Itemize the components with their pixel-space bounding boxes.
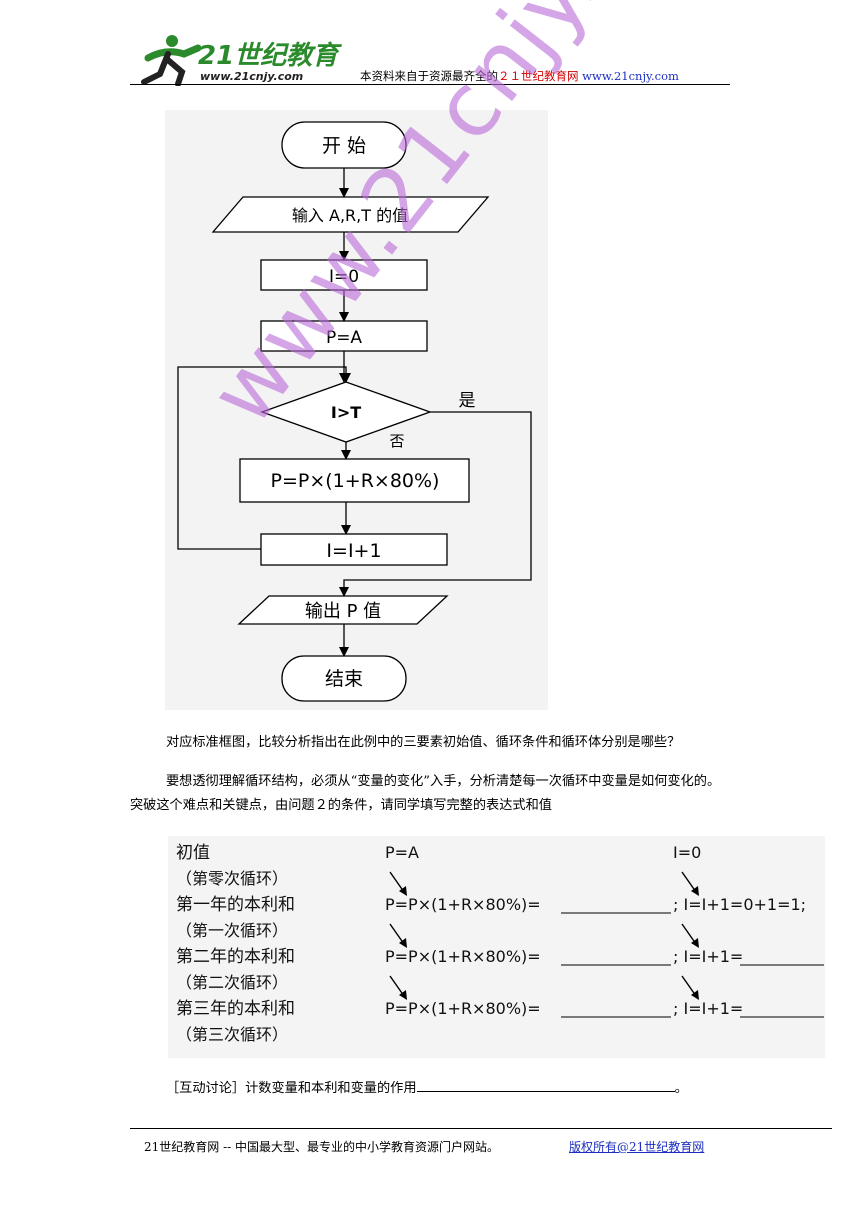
i-expression: ; I=I+1=0+1=1; <box>673 895 806 914</box>
init-p-label: P=A <box>326 328 362 348</box>
arrowhead-icon <box>399 938 407 948</box>
arrow-yes-exit <box>339 411 532 597</box>
copyright-link[interactable]: 版权所有@21世纪教育网 <box>569 1140 705 1154</box>
paragraph-instruction-line2: 突破这个难点和关键点，由问题２的条件，请同学填写完整的表达式和值 <box>130 798 552 813</box>
arrowhead-icon <box>691 938 699 948</box>
footer-divider <box>130 1128 832 1129</box>
loop-table-background <box>168 836 825 1058</box>
init-i-label: I=0 <box>329 267 359 287</box>
logo-title: 21世纪教育 <box>198 41 342 71</box>
header-url-link[interactable]: www.21cnjy.com <box>582 69 679 83</box>
flowchart: 开 始 输入 A,R,T 的值 I=0 P=A I>T 是 否 P=P×(1+R… <box>177 121 532 702</box>
footer-text: 21世纪教育网 -- 中国最大型、最专业的中小学教育资源门户网站。 <box>144 1140 500 1154</box>
site-logo: 21世纪教育 www.21cnjy.com <box>141 35 342 86</box>
row-label: 第一年的本利和 <box>176 895 295 915</box>
loop-table: 初值 （第零次循环） P=A I=0 第一年的本利和 （第一次循环） P=P×(1+R×80… <box>176 843 824 1044</box>
arrowhead-icon <box>399 886 407 896</box>
logo-url: www.21cnjy.com <box>200 70 303 83</box>
arrowhead-icon <box>691 886 699 896</box>
output-parallelogram <box>237 595 449 625</box>
yes-label: 是 <box>459 391 476 411</box>
input-parallelogram <box>211 196 490 233</box>
no-label: 否 <box>389 432 404 450</box>
p-expression: P=P×(1+R×80%)= <box>385 947 541 966</box>
paragraph-question: 对应标准框图，比较分析指出在此例中的三要素初始值、循环条件和循环体分别是哪些？ <box>166 735 681 750</box>
row-sublabel: （第零次循环） <box>176 869 288 888</box>
row-label: 第三年的本利和 <box>176 999 295 1019</box>
down-arrow-icon <box>389 871 405 893</box>
row-sublabel: （第三次循环） <box>176 1025 288 1044</box>
down-arrow-icon <box>681 923 697 945</box>
increment-label: I=I+1 <box>326 540 381 562</box>
p-expression: P=P×(1+R×80%)= <box>385 999 541 1018</box>
down-arrow-icon <box>389 923 405 945</box>
down-arrow-icon <box>681 975 697 997</box>
input-label: 输入 A,R,T 的值 <box>292 206 408 225</box>
paragraph-instruction-line1: 要想透彻理解循环结构，必须从“变量的变化”入手，分析清楚每一次循环中变量是如何变… <box>166 774 721 789</box>
runner-icon <box>141 35 202 86</box>
condition-label: I>T <box>331 403 361 422</box>
discussion-prompt: ［互动讨论］计数变量和本利和变量的作用 <box>166 1081 417 1096</box>
discussion-blank[interactable] <box>416 1078 675 1092</box>
arrow-loop-back <box>177 366 351 550</box>
increment-box <box>260 533 448 566</box>
i-expression: I=0 <box>673 843 701 862</box>
loop-body-box <box>239 458 470 503</box>
arrowhead-icon <box>691 990 699 1000</box>
header-text: 本资料来自于资源最齐全的２１世纪教育网 www.21cnjy.com <box>360 69 679 83</box>
start-label: 开 始 <box>322 135 366 157</box>
arrowhead-icon <box>399 990 407 1000</box>
header-divider <box>130 84 730 85</box>
row-label: 第二年的本利和 <box>176 947 295 967</box>
p-expression: P=A <box>385 843 419 862</box>
down-arrow-icon <box>681 871 697 893</box>
i-expression: ; I=I+1= <box>673 999 743 1018</box>
discussion-line: ［互动讨论］计数变量和本利和变量的作用。 <box>166 1077 688 1096</box>
row-sublabel: （第二次循环） <box>176 973 288 992</box>
p-expression: P=P×(1+R×80%)= <box>385 895 541 914</box>
i-expression: ; I=I+1= <box>673 947 743 966</box>
end-label: 结束 <box>325 668 363 690</box>
header-site-link[interactable]: ２１世纪教育网 <box>498 69 579 83</box>
loop-body-label: P=P×(1+R×80%) <box>271 470 440 492</box>
init-p-box <box>260 320 428 352</box>
down-arrow-icon <box>389 975 405 997</box>
row-sublabel: （第一次循环） <box>176 921 288 940</box>
row-label: 初值 <box>176 843 210 863</box>
output-label: 输出 P 值 <box>305 601 381 622</box>
